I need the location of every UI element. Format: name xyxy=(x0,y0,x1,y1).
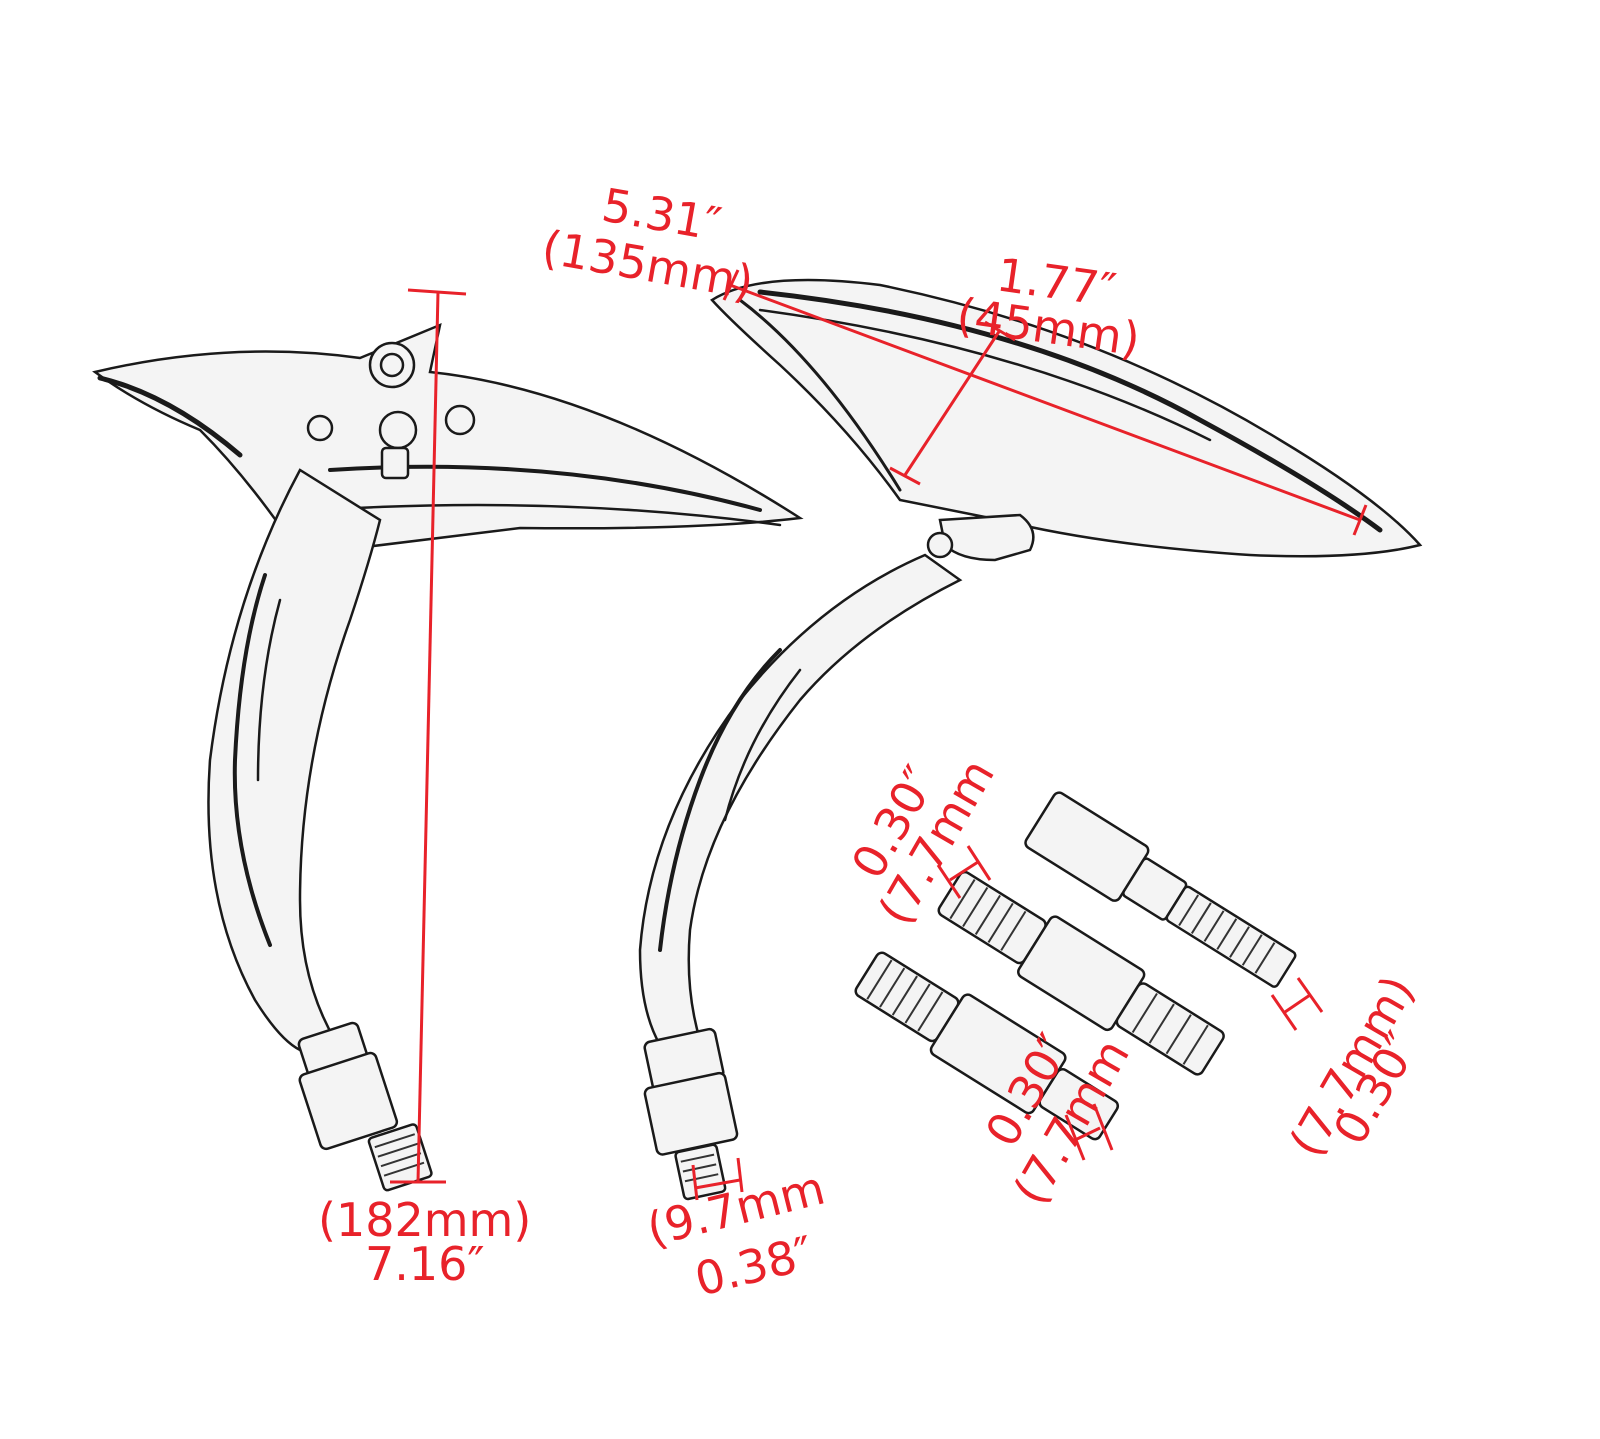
adapter-bolt-3 xyxy=(1024,791,1297,988)
length-dimension-line xyxy=(729,283,1361,522)
right-mirror xyxy=(638,278,1423,1201)
height-dimension-line xyxy=(416,291,440,1183)
dimension-lines xyxy=(390,269,1368,1201)
adapter-bolt-1 xyxy=(937,870,1225,1076)
left-mirror xyxy=(92,322,804,1192)
bolt1-thread-lines xyxy=(949,879,1209,1065)
total-height-mm: (182mm) xyxy=(318,1193,531,1247)
total-height-inches: 7.16″ xyxy=(365,1237,485,1291)
adapter-bolt-2 xyxy=(854,951,1120,1141)
width-dimension-line xyxy=(903,329,1002,476)
